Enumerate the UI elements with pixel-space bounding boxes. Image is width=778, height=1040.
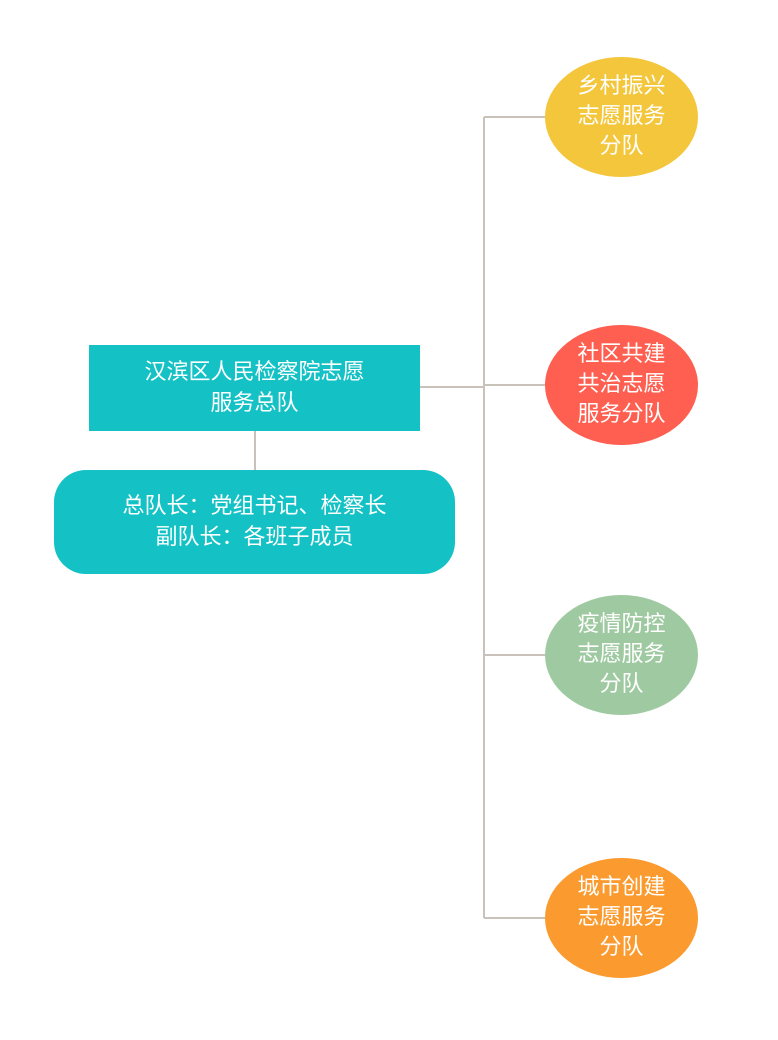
- branch-1-line-3: 分队: [599, 134, 644, 159]
- branch-4-line-2: 志愿服务: [577, 905, 666, 930]
- branch-4-line-3: 分队: [599, 935, 644, 960]
- branch-node-community-governance: 社区共建 共治志愿 服务分队: [545, 325, 698, 445]
- branch-node-city-creation: 城市创建 志愿服务 分队: [545, 858, 698, 978]
- branch-3-line-1: 疫情防控: [577, 612, 666, 637]
- root-node-line-1: 汉滨区人民检察院志愿: [144, 360, 365, 385]
- leadership-line-1: 总队长：党组书记、检察长: [122, 494, 387, 519]
- branch-node-rural-revitalization: 乡村振兴 志愿服务 分队: [545, 57, 698, 177]
- branch-1-line-1: 乡村振兴: [577, 74, 666, 99]
- branch-4-line-1: 城市创建: [577, 875, 666, 900]
- leadership-line-2: 副队长：各班子成员: [155, 525, 354, 550]
- branch-node-epidemic-control: 疫情防控 志愿服务 分队: [545, 595, 698, 715]
- branch-2-line-3: 服务分队: [577, 402, 666, 427]
- root-node-box: 汉滨区人民检察院志愿 服务总队: [89, 345, 420, 431]
- leadership-box: 总队长：党组书记、检察长 副队长：各班子成员: [54, 470, 455, 574]
- branch-1-line-2: 志愿服务: [577, 104, 666, 129]
- branch-3-line-3: 分队: [599, 672, 644, 697]
- root-node-line-2: 服务总队: [210, 391, 299, 416]
- branch-3-line-2: 志愿服务: [577, 642, 666, 667]
- branch-2-line-2: 共治志愿: [577, 372, 666, 397]
- branch-2-line-1: 社区共建: [577, 342, 666, 367]
